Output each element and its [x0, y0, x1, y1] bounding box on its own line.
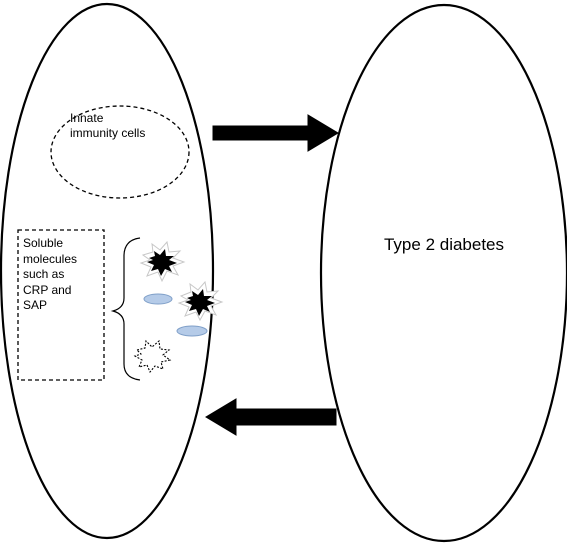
arrow-left	[205, 398, 337, 436]
spiky-molecule-icon	[139, 240, 186, 283]
curly-brace-icon	[110, 237, 141, 381]
arrow-right	[212, 114, 339, 152]
oval-molecule-icon	[176, 325, 208, 337]
oval-molecule-icon	[143, 293, 173, 305]
type-2-diabetes-label: Type 2 diabetes	[383, 235, 505, 254]
dashed-spiky-molecule-icon	[133, 339, 172, 374]
innate-cells-oval	[50, 105, 190, 199]
spiky-molecule-icon	[177, 280, 224, 322]
soluble-molecules-box	[17, 229, 105, 381]
soluble-molecules-label: Soluble molecules such as CRP and SAP	[23, 236, 78, 313]
innate-immunity-cells-label: Innate immunity cells	[70, 111, 146, 140]
right-oval	[319, 3, 567, 543]
